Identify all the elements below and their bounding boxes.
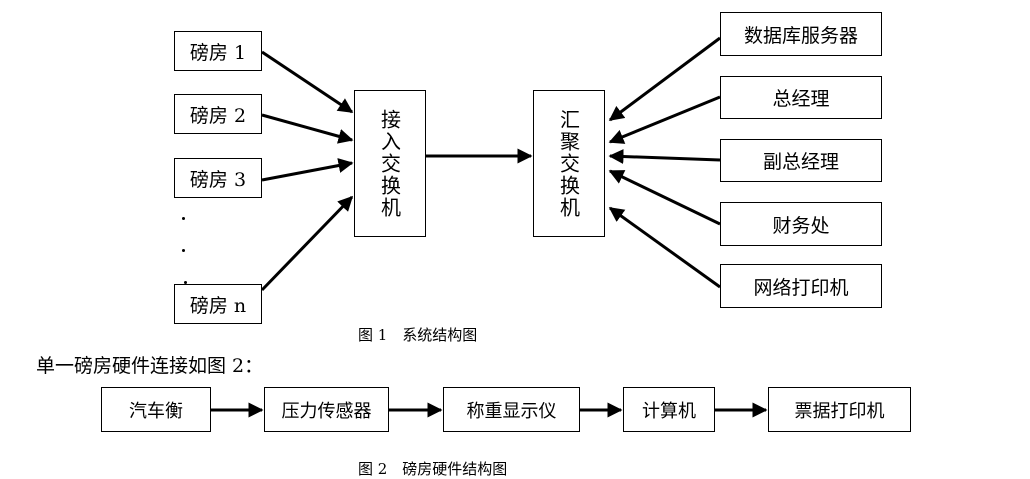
arrow-printer-to-aggregation [608, 206, 721, 289]
room-label: 磅房 1 [189, 41, 247, 64]
access-switch-label: 接入交换机 [377, 108, 402, 219]
chain-box-receipt-printer: 票据打印机 [768, 387, 911, 432]
ellipsis-dot [182, 217, 185, 220]
node-label: 网络打印机 [753, 276, 849, 299]
chain-label: 计算机 [642, 400, 696, 422]
room-box-2: 磅房 2 [174, 94, 262, 134]
chain-box-truck-scale: 汽车衡 [101, 387, 211, 432]
arrow-room1-to-access [261, 50, 354, 114]
chain-label: 压力传感器 [281, 400, 372, 422]
node-label: 副总经理 [762, 151, 839, 173]
chain-box-computer: 计算机 [623, 387, 715, 432]
access-switch-box: 接入交换机 [354, 90, 426, 237]
node-label: 总经理 [772, 88, 830, 110]
room-box-1: 磅房 1 [174, 31, 262, 71]
node-box-finance: 财务处 [720, 202, 882, 246]
arrow-roomn-to-access [260, 195, 354, 292]
node-box-deputy-manager: 副总经理 [720, 139, 882, 182]
room-label: 磅房 n [189, 294, 247, 317]
ellipsis-dot [182, 249, 185, 252]
arrow-db-to-aggregation [608, 36, 721, 122]
chain-box-pressure-sensor: 压力传感器 [264, 387, 389, 432]
arrow-finance-to-aggregation [608, 169, 721, 226]
node-box-network-printer: 网络打印机 [720, 264, 882, 308]
chain-box-weighing-display: 称重显示仪 [443, 387, 580, 432]
paragraph-text: 单一磅房硬件连接如图 2： [36, 355, 264, 377]
arrow-manager-to-aggregation [608, 95, 721, 144]
room-label: 磅房 3 [189, 168, 247, 191]
node-label: 数据库服务器 [743, 24, 858, 47]
chain-label: 称重显示仪 [466, 400, 557, 422]
arrow-room2-to-access [261, 113, 354, 144]
aggregation-switch-box: 汇聚交换机 [533, 90, 605, 237]
chain-label: 汽车衡 [129, 400, 183, 422]
chain-label: 票据打印机 [794, 400, 885, 422]
node-box-general-manager: 总经理 [720, 76, 882, 119]
node-box-database-server: 数据库服务器 [720, 12, 882, 56]
room-label: 磅房 2 [189, 104, 247, 127]
arrow-room3-to-access [261, 158, 354, 182]
figure2-caption: 图 2 磅房硬件结构图 [358, 460, 508, 478]
aggregation-switch-label: 汇聚交换机 [556, 108, 581, 219]
figure1-caption: 图 1 系统结构图 [358, 326, 478, 344]
arrow-deputy-to-aggregation [608, 148, 721, 164]
room-box-3: 磅房 3 [174, 158, 262, 198]
room-box-n: 磅房 n [174, 284, 262, 324]
node-label: 财务处 [772, 214, 830, 237]
ellipsis-dot [184, 281, 187, 284]
